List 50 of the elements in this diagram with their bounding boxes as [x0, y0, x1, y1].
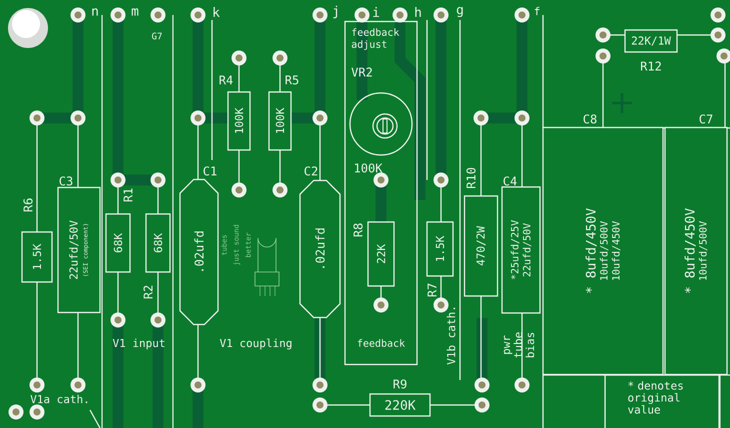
designator-label: R6: [23, 198, 33, 212]
designator-label: C7: [700, 114, 712, 124]
resistor-outline: 1.5K: [21, 231, 53, 283]
pin-label: i: [373, 7, 380, 17]
designator-label: C4: [504, 176, 517, 186]
designator-label: R4: [220, 76, 233, 84]
designator-label: R5: [286, 76, 298, 84]
pin-label: g: [456, 6, 463, 18]
pin-label: j: [333, 6, 338, 18]
designator-label: R9: [394, 379, 406, 389]
pin-label: m: [132, 8, 138, 16]
area-label: feedback: [358, 339, 405, 347]
designator-label: VR2: [352, 68, 372, 76]
resistor-outline: 22K/1W: [624, 29, 678, 53]
silkscreen-label: V1a cath.: [30, 394, 88, 404]
resistor-outline: 68K: [105, 213, 131, 273]
designator-label: R2: [144, 286, 152, 298]
silkscreen-label: V1 coupling: [220, 338, 292, 350]
capacitor-outline: .02ufd: [299, 180, 341, 318]
silkscreen-label: V1b cath.: [446, 308, 456, 364]
resistor-outline: 68K: [145, 213, 171, 273]
resistor-outline: 470/2W: [464, 195, 498, 297]
designator-label: R1: [124, 188, 132, 202]
capacitor-outline: .02ufd: [179, 178, 219, 326]
designator-label: R7: [428, 284, 436, 296]
pin-label: G7: [152, 32, 162, 40]
designator-label: C2: [304, 166, 318, 176]
pin-label: k: [214, 7, 220, 17]
resistor-outline: 220K: [369, 393, 431, 417]
resistor-outline: 100K: [268, 91, 292, 151]
capacitor-outline: *25ufd/25V 22ufd/50V: [501, 186, 541, 314]
designator-label: R12: [641, 62, 661, 70]
pin-label: n: [92, 8, 98, 16]
designator-label: 100K: [355, 163, 382, 173]
pin-label: f: [534, 6, 540, 16]
silkscreen-label: V1 input: [112, 338, 164, 350]
resistor-outline: 22K: [367, 221, 395, 287]
note-box: * denotes original value: [604, 374, 720, 428]
heading-label: feedback adjust: [352, 28, 400, 50]
designator-label: R8: [353, 224, 363, 236]
designator-label: C3: [60, 176, 72, 186]
feedback-outline: [344, 20, 418, 366]
resistor-outline: 100K: [227, 91, 251, 151]
designator-label: C1: [204, 166, 216, 176]
resistor-outline: 1.5K: [426, 221, 454, 277]
capacitor-outline: * 8ufd/450V 10ufd/500V: [664, 126, 728, 376]
pin-label: h: [415, 7, 421, 17]
potentiometer-outline: [349, 92, 413, 156]
designator-label: C8: [584, 114, 596, 124]
designator-label: R10: [466, 168, 476, 188]
